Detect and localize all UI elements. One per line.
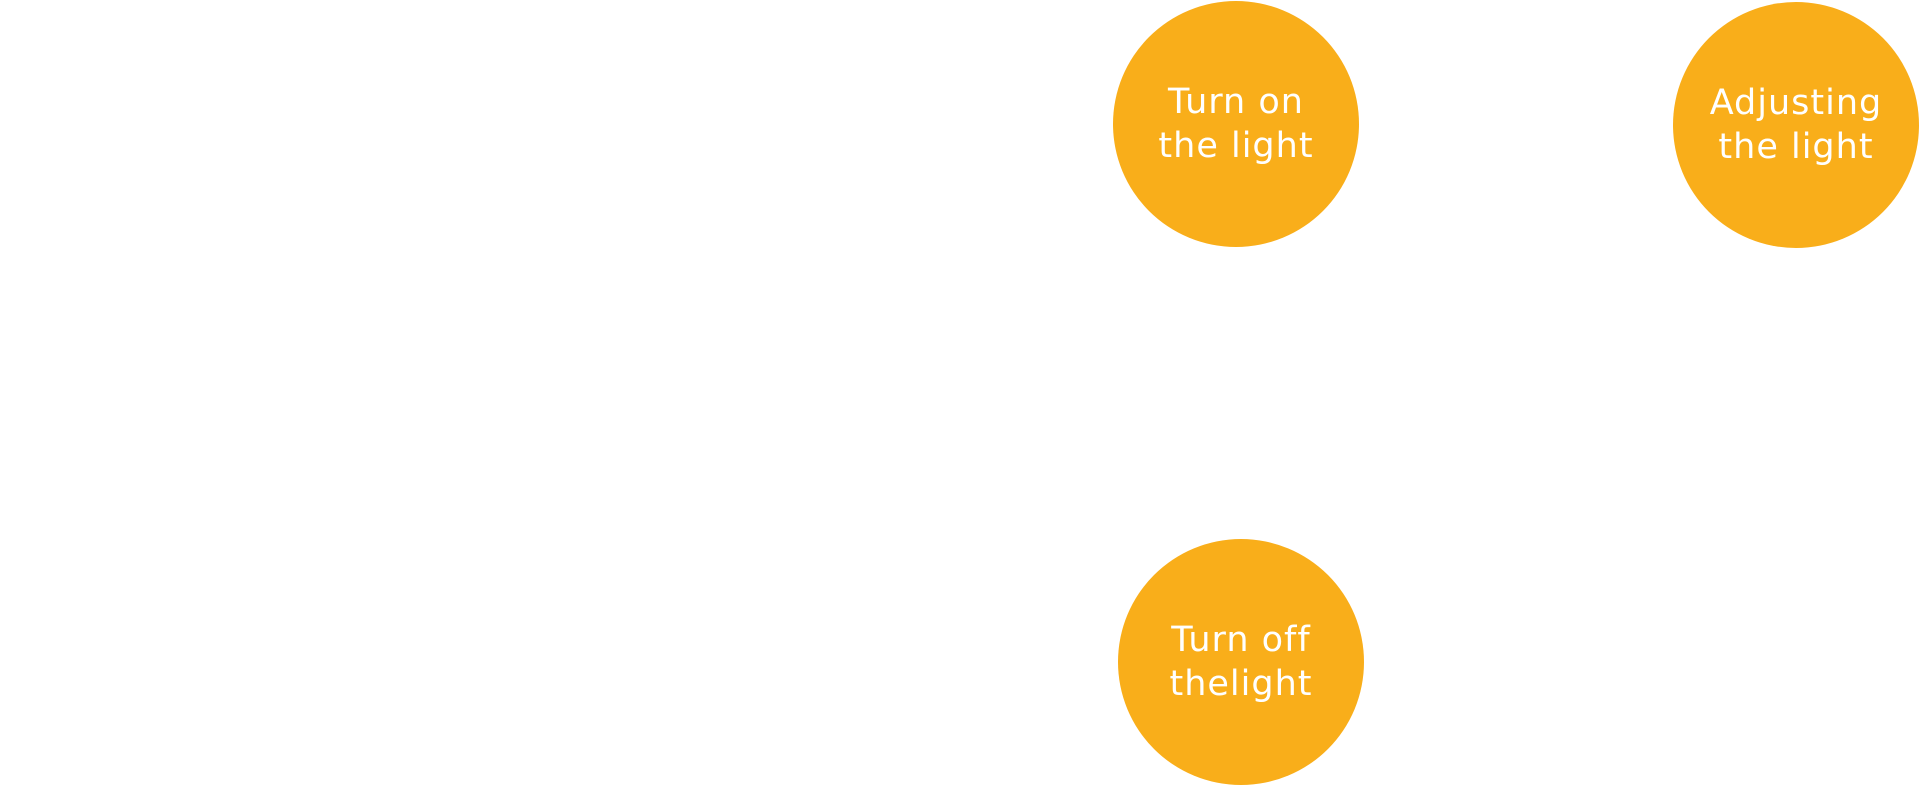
turn-on-the-light-label: Turn on the light [1158,82,1314,166]
turn-on-the-light-node: Turn on the light [1113,1,1359,247]
turn-off-the-light-label: Turn off thelight [1169,620,1313,704]
adjusting-the-light-label: Adjusting the light [1709,83,1883,167]
adjusting-the-light-node: Adjusting the light [1673,2,1919,248]
turn-off-the-light-node: Turn off thelight [1118,539,1364,785]
